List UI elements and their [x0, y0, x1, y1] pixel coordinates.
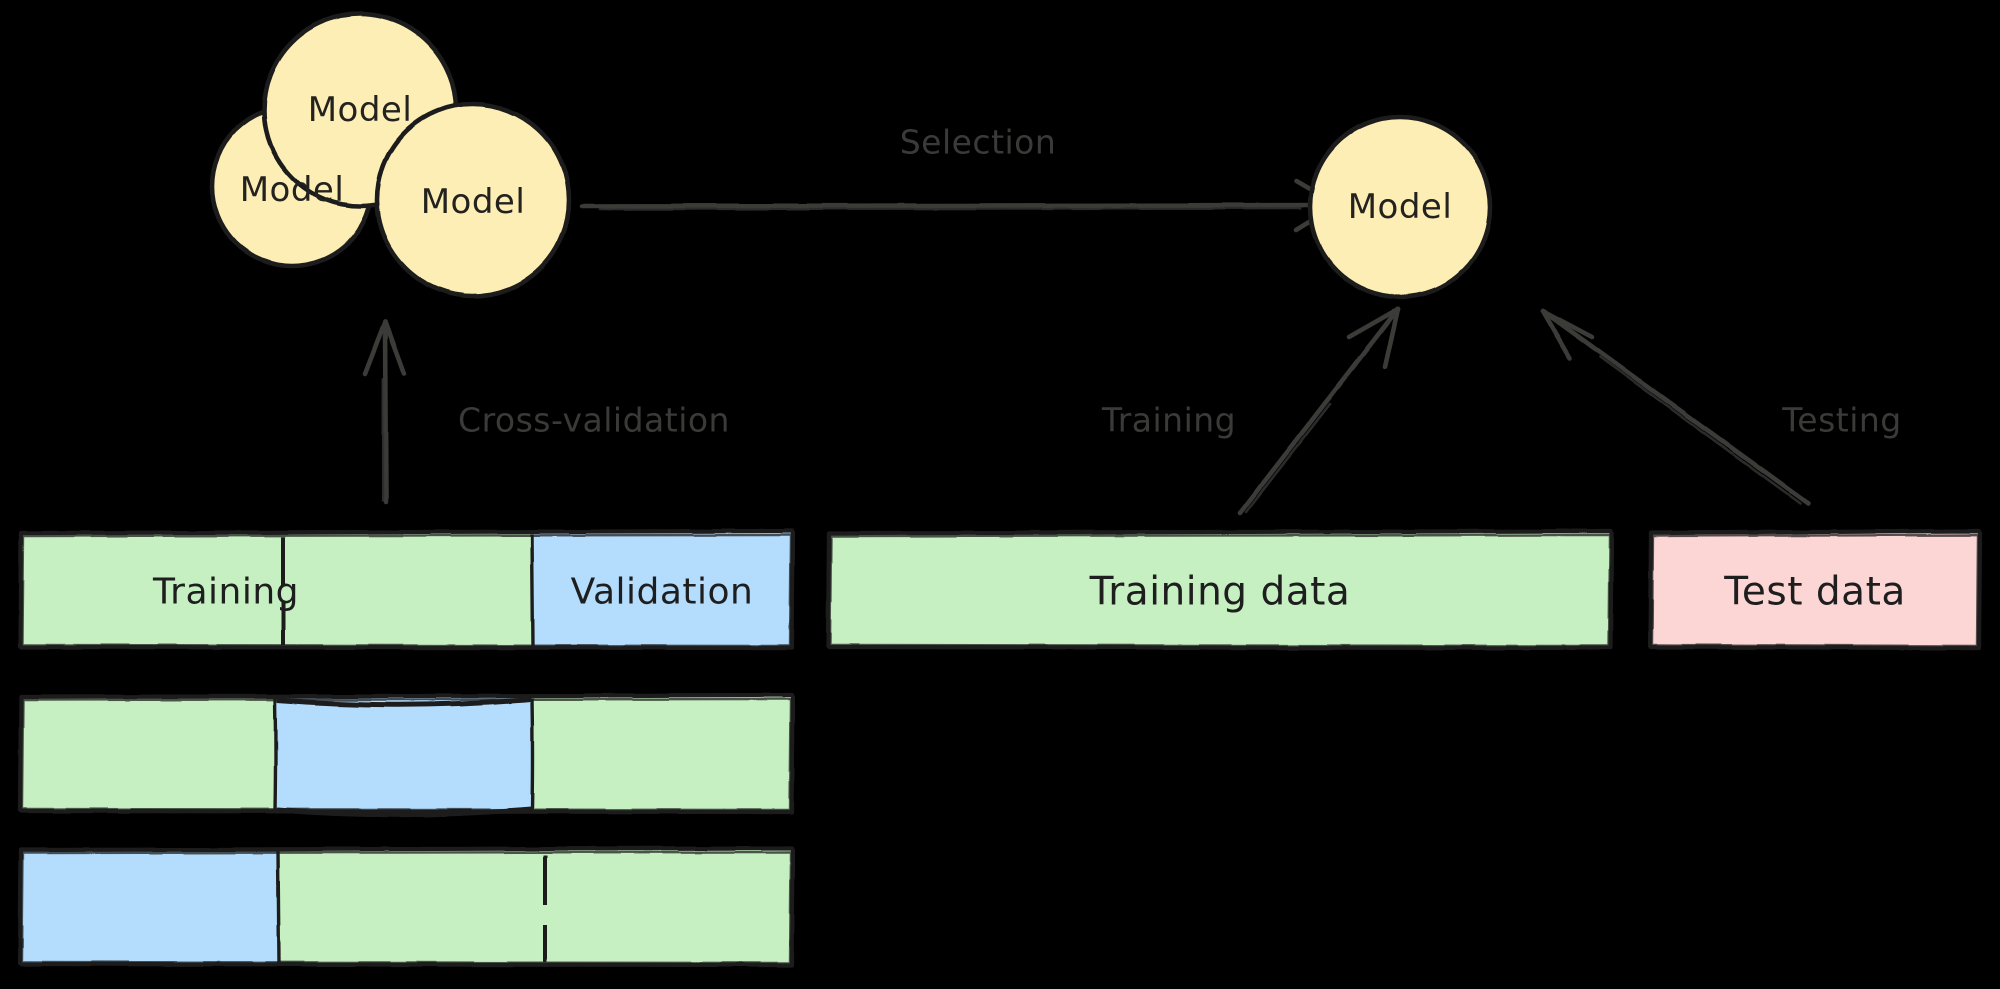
model-selected-shape	[1307, 114, 1493, 300]
arrow-cross-validation	[362, 319, 407, 505]
training-data-box-shape	[825, 528, 1615, 651]
test-data-box-shape	[1647, 528, 1983, 651]
cv-fold-3	[17, 845, 796, 968]
model-cluster-shapes	[209, 11, 572, 299]
cv-fold-1	[17, 528, 796, 651]
arrow-selection	[579, 178, 1340, 233]
arrow-training	[1237, 306, 1401, 516]
arrow-testing	[1540, 308, 1811, 506]
cv-fold-2	[17, 692, 796, 818]
